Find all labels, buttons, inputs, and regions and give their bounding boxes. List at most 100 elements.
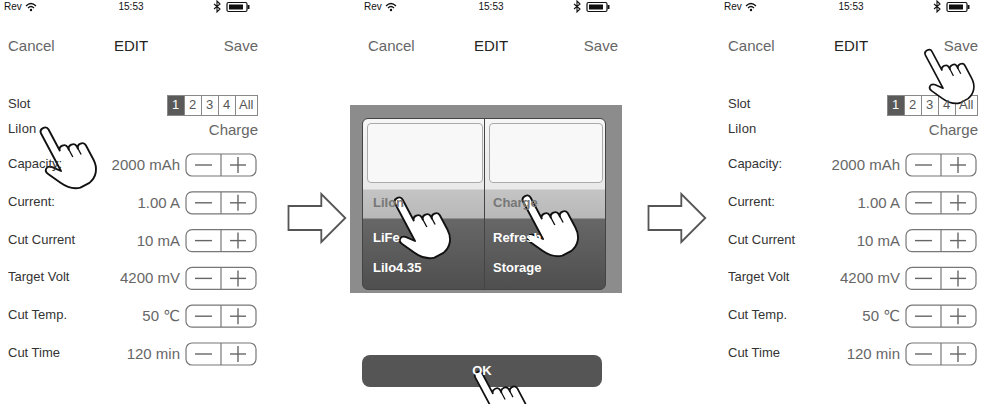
battery-icon: [968, 5, 970, 9]
phone-screen: Rev15:53CancelEDITSaveSlotLiIonChargeCap…: [720, 0, 982, 404]
screen-text: EDIT: [474, 37, 508, 54]
screen-text: Cut Time: [728, 346, 780, 361]
bluetooth-icon: [574, 1, 580, 12]
screen-text: 120 min: [127, 345, 180, 362]
ok-button: OK: [362, 355, 602, 387]
wifi-icon: [746, 4, 756, 9]
picker-option: LiFe: [373, 231, 400, 246]
phone-screen: Rev15:53CancelEDITSaveLiIonChargeLiFeRef…: [360, 0, 622, 404]
battery-icon: [949, 5, 963, 10]
screen-text: 4200 mV: [840, 269, 900, 286]
slot-number: 3: [206, 98, 213, 113]
screen-text: Save: [224, 37, 258, 54]
minus-sign: [195, 164, 212, 165]
screen-text: Capacity:: [728, 157, 782, 172]
picker-wheel-top: [367, 123, 483, 183]
stepper-divider: [940, 343, 941, 365]
plus-sign: [237, 195, 238, 211]
wifi-icon: [386, 4, 396, 9]
screen-text: Rev: [4, 1, 22, 13]
screen-text: 15:53: [478, 1, 503, 13]
minus-sign: [195, 353, 212, 354]
screen-text: LiIon: [8, 122, 36, 137]
screen-text: Charge: [929, 121, 978, 138]
stepper-button: [186, 305, 256, 327]
screen-text: Cancel: [8, 37, 55, 54]
screen-text: LiIon: [728, 122, 756, 137]
stepper-button: [906, 343, 976, 365]
button-label: OK: [472, 364, 492, 379]
plus-sign: [957, 157, 958, 173]
slot-button: 3: [921, 95, 939, 116]
screen-text: Slot: [728, 97, 750, 112]
pointing-hand: [509, 182, 584, 266]
screen-text: 15:53: [118, 1, 143, 13]
stepper-divider: [220, 267, 221, 289]
screen-text: 2000 mAh: [112, 156, 180, 173]
battery-icon: [248, 5, 250, 9]
screen-text: Cut Temp.: [728, 308, 787, 323]
pointing-hand: [27, 114, 102, 198]
screen-text: Capacity:: [8, 157, 62, 172]
flow-arrow: [649, 194, 706, 242]
minus-sign: [915, 240, 932, 241]
minus-sign: [195, 202, 212, 203]
wifi-icon: [30, 9, 32, 11]
plus-sign: [957, 270, 958, 286]
slot-number: 1: [892, 98, 899, 113]
screen-text: Cut Time: [8, 346, 60, 361]
screen-text: Current:: [8, 195, 55, 210]
pointing-hand: [913, 38, 979, 112]
screen-text: Save: [944, 37, 978, 54]
slot-button: All: [235, 95, 258, 116]
wifi-icon: [26, 4, 36, 9]
screen-text: Cancel: [368, 37, 415, 54]
screen-text: 4200 mV: [120, 269, 180, 286]
stepper-button: [906, 230, 976, 252]
minus-sign: [915, 164, 932, 165]
plus-sign: [237, 157, 238, 173]
bluetooth-icon: [214, 1, 220, 12]
stepper-button: [906, 192, 976, 214]
picker-option: Charge: [493, 196, 538, 211]
battery-icon: [589, 5, 603, 10]
screen-text: 120 min: [847, 345, 900, 362]
minus-sign: [195, 278, 212, 279]
plus-sign: [957, 346, 958, 362]
picker-option: Refresh: [493, 231, 541, 246]
slot-number: 3: [926, 98, 933, 113]
screen-text: Cut Temp.: [8, 308, 67, 323]
screen-text: Save: [584, 37, 618, 54]
screen-text: EDIT: [114, 37, 148, 54]
screen-text: EDIT: [834, 37, 868, 54]
screen-text: Rev: [364, 1, 382, 13]
screen-text: Cancel: [728, 37, 775, 54]
slot-number: 4: [223, 98, 230, 113]
slot-number: All: [959, 98, 973, 113]
plus-sign: [237, 233, 238, 249]
plus-sign: [957, 233, 958, 249]
stepper-divider: [940, 305, 941, 327]
screen-text: 1.00 A: [857, 194, 900, 211]
slot-number: 2: [909, 98, 916, 113]
bluetooth-icon: [934, 1, 940, 12]
stepper-button: [906, 267, 976, 289]
wifi-icon: [390, 9, 392, 11]
slot-button: 2: [184, 95, 202, 116]
wifi-icon: [750, 9, 752, 11]
screen-text: Slot: [8, 97, 30, 112]
picker-option: Storage: [493, 261, 541, 276]
slot-button: 4: [218, 95, 236, 116]
screen-text: Cut Current: [728, 233, 795, 248]
screen-text: 50 ℃: [862, 307, 900, 324]
screen-text: 15:53: [838, 1, 863, 13]
stepper-divider: [940, 154, 941, 176]
slot-number: 1: [172, 98, 179, 113]
slot-number: All: [239, 98, 253, 113]
stepper-divider: [220, 192, 221, 214]
stepper-button: [186, 267, 256, 289]
slot-number: 2: [189, 98, 196, 113]
minus-sign: [915, 353, 932, 354]
stepper-divider: [220, 230, 221, 252]
